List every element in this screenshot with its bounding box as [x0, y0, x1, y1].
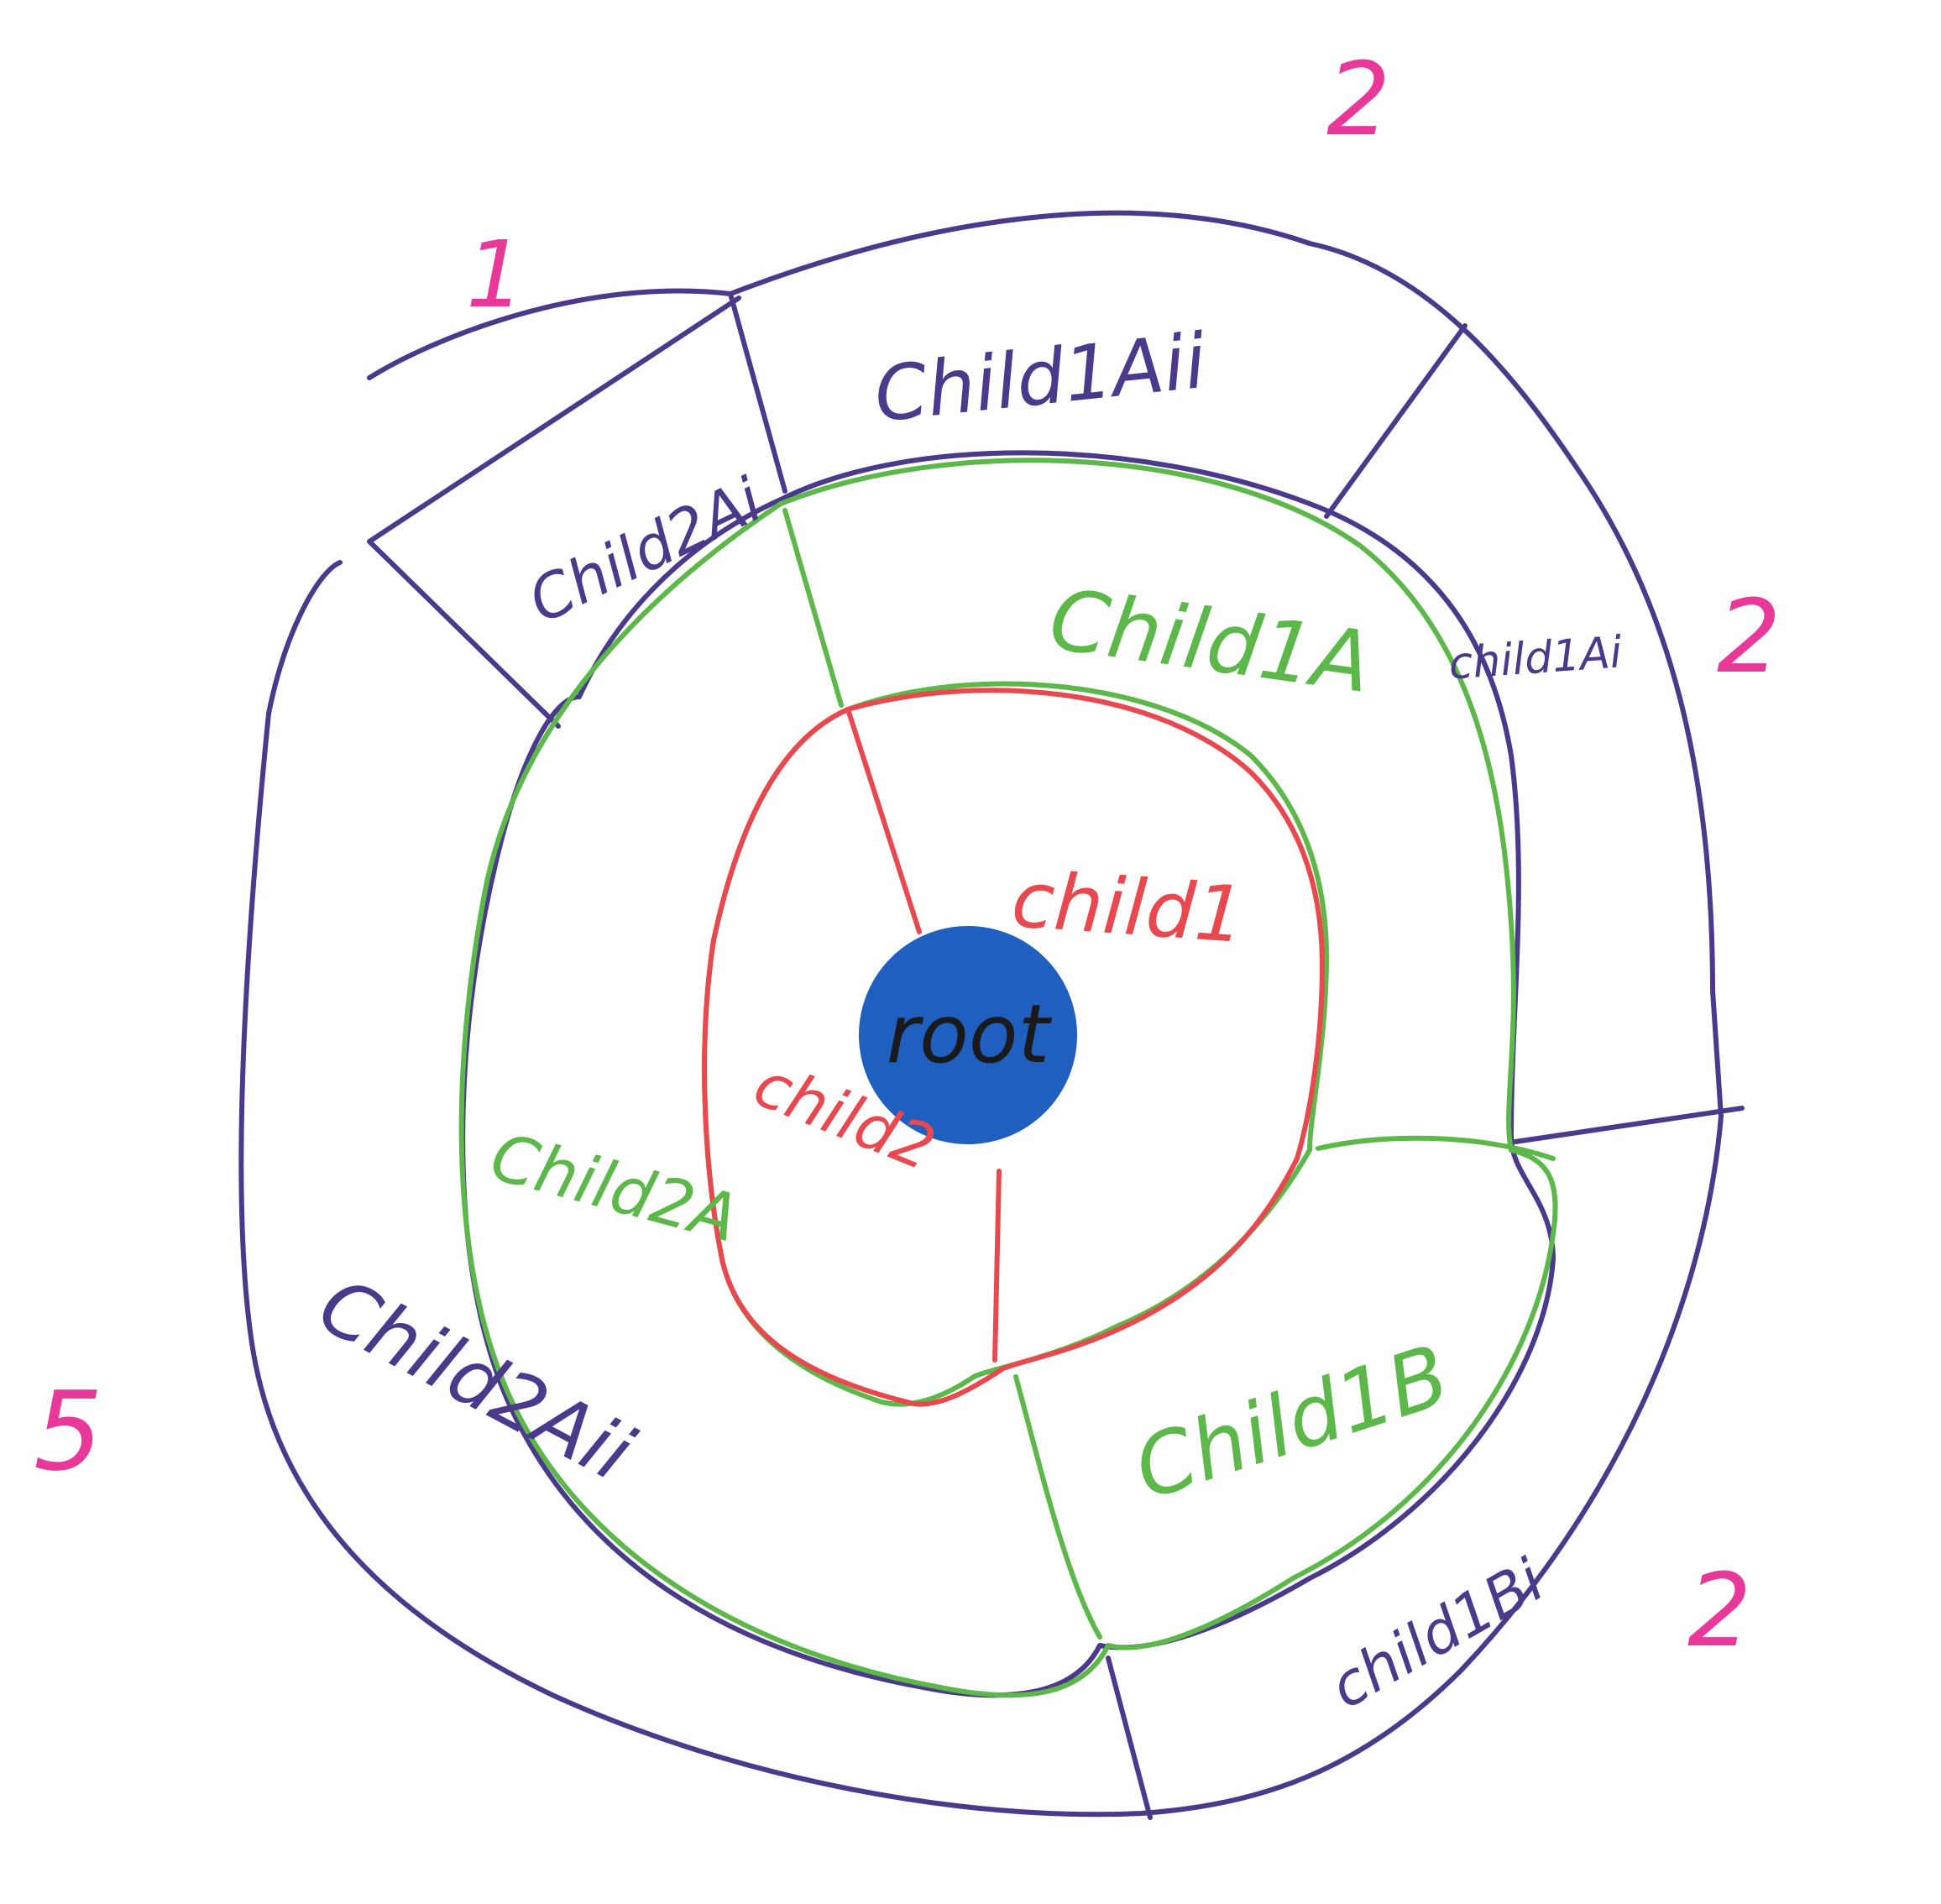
outer-ring-boundary: [238, 210, 1724, 1818]
divider-child1bi-child2aii: [1106, 1656, 1153, 1820]
inner-ring-boundary: [702, 688, 1325, 1407]
divider-child2ai-child1aii: [728, 291, 787, 494]
outer-ring: [238, 210, 1745, 1820]
root-circle: [859, 926, 1077, 1144]
size-annotations: 1 2 2 2 5: [34, 42, 1781, 1670]
size-child2ai: 1: [466, 221, 525, 328]
label-child1ai: child1Ai: [1447, 627, 1624, 689]
divider-child1a-child1b: [1316, 1135, 1556, 1161]
label-child1aii: Child1Aii: [871, 317, 1211, 440]
divider-child2-child1-top: [845, 707, 922, 934]
size-child2aii: 5: [34, 1368, 103, 1495]
size-child1ai: 2: [1717, 579, 1781, 696]
divider-child1aii-child1ai: [1324, 323, 1468, 519]
root-node: root: [859, 926, 1077, 1144]
size-child1aii: 2: [1326, 42, 1390, 159]
divider-child2-child1-bottom: [992, 1169, 1002, 1363]
size-child1bi: 2: [1687, 1553, 1751, 1670]
divider-child2aii-child2ai: [367, 539, 561, 729]
divider-child2ai-top: [367, 296, 741, 544]
divider-child1b-child2a: [1013, 1374, 1102, 1640]
label-child1b: Child1B: [1123, 1326, 1461, 1519]
divider-child2a-child1a: [782, 508, 844, 708]
middle-ring-boundary: [458, 458, 1558, 1698]
root-label: root: [887, 987, 1053, 1081]
divider-child1ai-child1bi: [1513, 1106, 1745, 1144]
inner-ring: [702, 688, 1325, 1407]
label-child1: child1: [1009, 855, 1248, 960]
